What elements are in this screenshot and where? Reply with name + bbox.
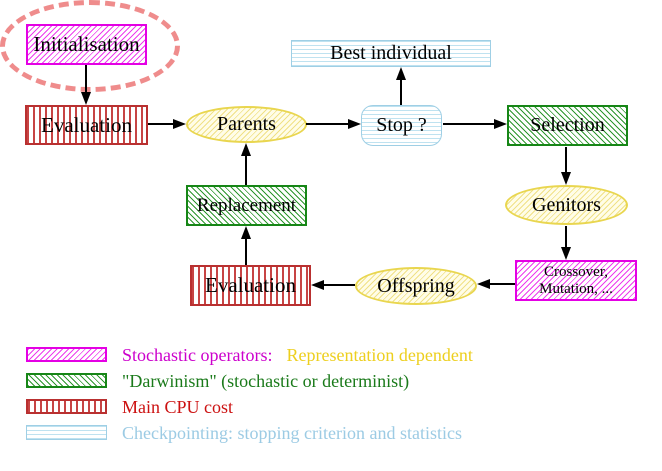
legend-row-checkpointing: Checkpointing: stopping criterion and st… <box>122 423 462 443</box>
legend-swatch-cpu-cost <box>26 399 107 414</box>
legend-label-stochastic: Stochastic operators: <box>122 345 273 365</box>
crossover-line2: Mutation, ... <box>539 280 613 297</box>
legend-row-cpu-cost: Main CPU cost <box>122 397 234 417</box>
crossover-line1: Crossover, <box>544 263 608 280</box>
legend-swatch-checkpointing <box>26 425 107 440</box>
node-evaluation-bottom: Evaluation <box>190 265 311 306</box>
legend-swatch-stochastic-operators <box>26 347 107 362</box>
legend-row-darwinism: "Darwinism" (stochastic or determinist) <box>122 371 410 391</box>
node-parents: Parents <box>186 106 307 143</box>
node-best-individual: Best individual <box>291 40 491 67</box>
node-replacement: Replacement <box>186 185 307 226</box>
node-genitors: Genitors <box>505 185 628 225</box>
legend-swatch-darwinism <box>26 373 107 388</box>
legend-label-representation: Representation dependent <box>286 345 473 365</box>
node-stop: Stop ? <box>361 105 442 146</box>
legend-row-stochastic-operators: Stochastic operators: Representation depe… <box>122 345 473 365</box>
node-selection: Selection <box>507 105 628 146</box>
node-crossover-mutation: Crossover, Mutation, ... <box>515 260 637 301</box>
node-offspring: Offspring <box>355 267 477 305</box>
node-evaluation-top: Evaluation <box>25 105 148 145</box>
node-initialisation: Initialisation <box>26 24 147 65</box>
